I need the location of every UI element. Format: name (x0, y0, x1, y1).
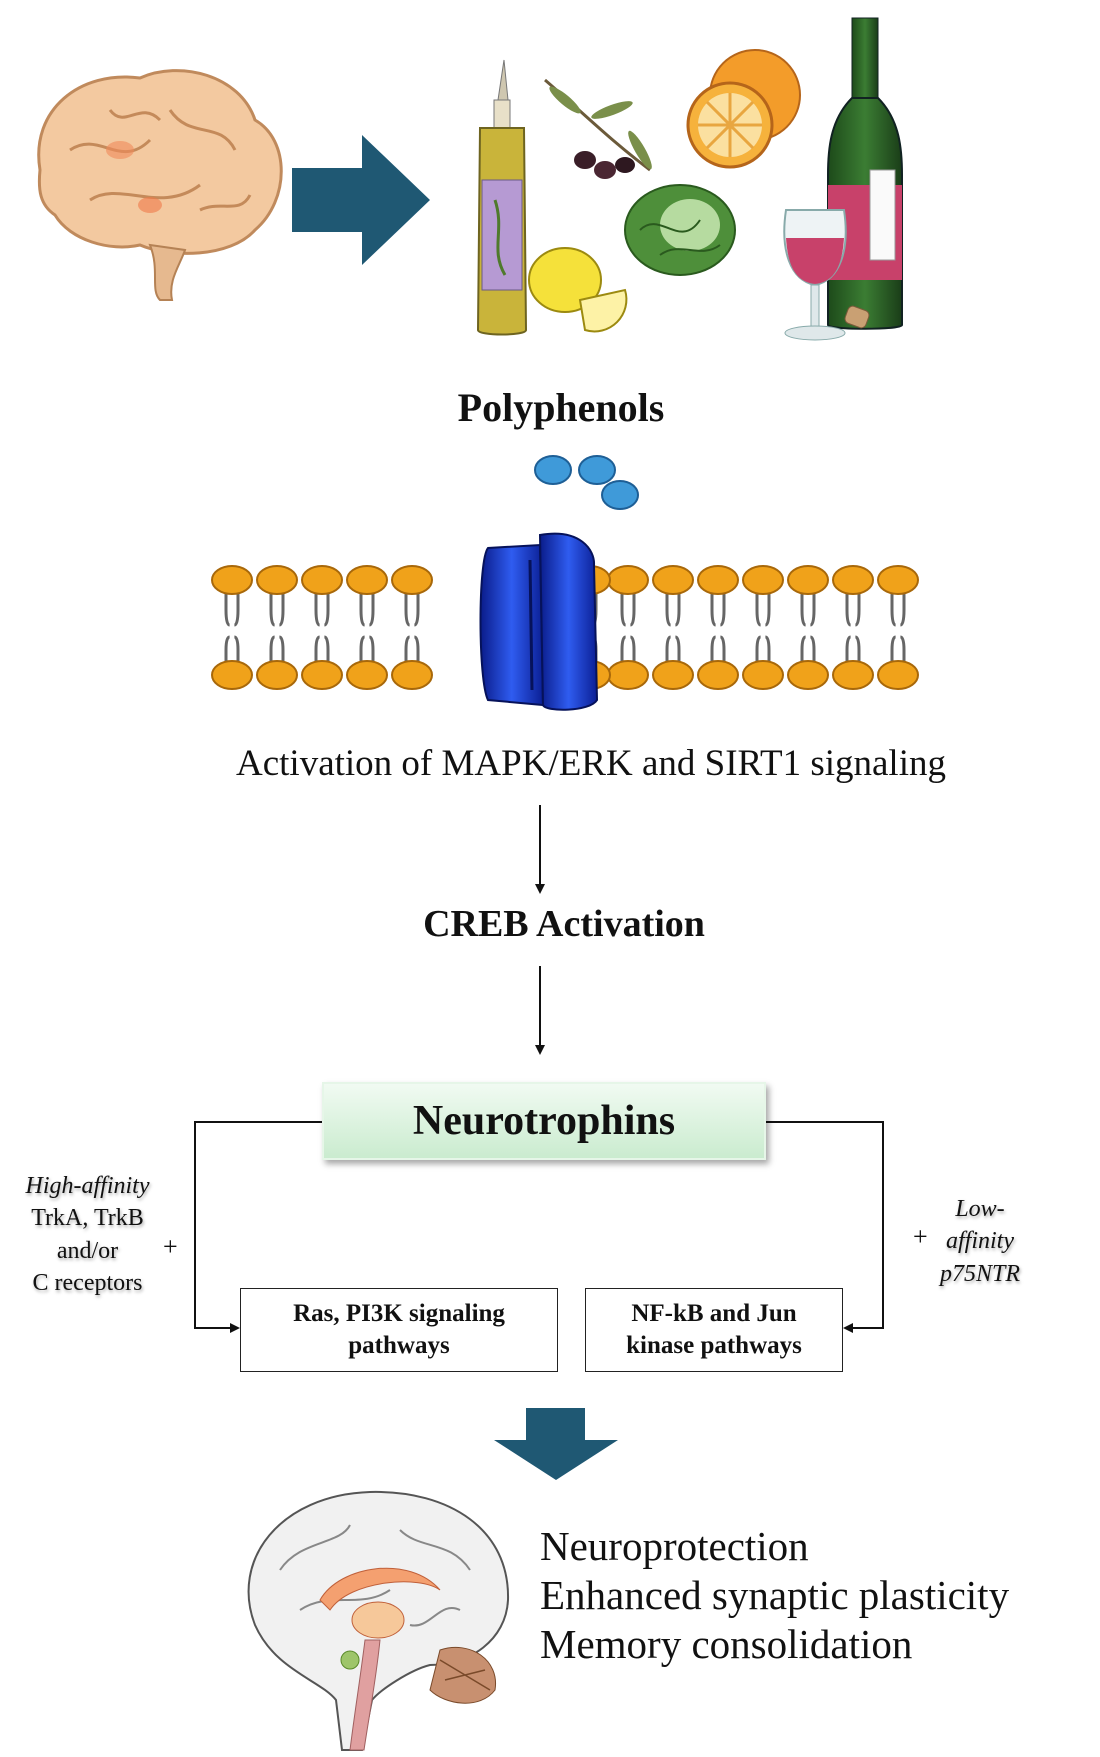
right-branch-label: Low- affinity p75NTR (930, 1193, 1030, 1290)
right-branch-connector (766, 1121, 884, 1333)
left-branch-label: High-affinity TrkA, TrkB and/or C recept… (10, 1170, 165, 1300)
brain-icon (37, 69, 283, 301)
olive-oil-icon (476, 59, 528, 336)
low-label: Low- (955, 1196, 1005, 1222)
down-arrow-icon (494, 1408, 618, 1480)
outcome-neuroprotection: Neuroprotection (540, 1523, 809, 1569)
lemon-icon (528, 247, 628, 333)
wine-bottle-icon (827, 17, 903, 330)
lipid-bilayer-icon (211, 565, 919, 690)
p75ntr-label: p75NTR (939, 1260, 1020, 1287)
polyphenols-label: Polyphenols (457, 385, 665, 430)
neurotrophins-label: Neurotrophins (412, 1098, 676, 1144)
ras-pi3k-box: Ras, PI3K signaling pathways (240, 1288, 558, 1372)
orange-icon (686, 49, 801, 169)
high-affinity-label: High-affinity (25, 1173, 150, 1199)
brain-sagittal-icon (247, 1490, 510, 1751)
outcomes-list: Neuroprotection Enhanced synaptic plasti… (540, 1522, 1009, 1669)
creb-label: CREB Activation (423, 903, 705, 945)
cabbage-icon (624, 184, 736, 276)
affinity-label: affinity (946, 1228, 1014, 1255)
trka-trkb-label: TrkA, TrkB (31, 1205, 144, 1232)
membrane-channel-icon (479, 532, 599, 711)
c-receptors-label: C receptors (32, 1270, 143, 1297)
wine-glass-icon (783, 209, 870, 341)
olive-branch-icon (544, 78, 652, 179)
left-plus-sign: + (163, 1232, 178, 1261)
neurotrophins-box: Neurotrophins (322, 1082, 766, 1160)
right-arrow-icon (292, 135, 430, 265)
and-or-label: and/or (56, 1237, 119, 1264)
nfkb-jun-box: NF-kB and Jun kinase pathways (585, 1288, 843, 1372)
outcome-synaptic-plasticity: Enhanced synaptic plasticity (540, 1572, 1010, 1618)
signaling-label: Activation of MAPK/ERK and SIRT1 signali… (236, 743, 946, 784)
polyphenol-beads-icon (534, 455, 639, 510)
left-branch-connector (194, 1121, 322, 1333)
outcome-memory-consolidation: Memory consolidation (540, 1621, 913, 1667)
right-plus-sign: + (913, 1222, 928, 1251)
